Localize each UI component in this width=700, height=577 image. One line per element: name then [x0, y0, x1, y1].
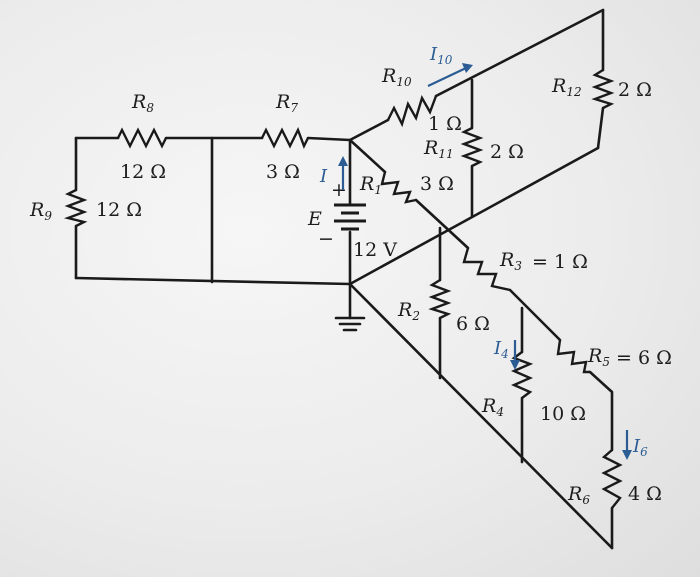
wire-r10-top-right — [434, 8, 605, 98]
wire-r7-node — [306, 136, 352, 142]
wire-node-r10 — [348, 118, 390, 142]
resistor-value-r12: 2 Ω — [618, 79, 652, 101]
resistor-r2 — [428, 278, 452, 320]
resistor-label-r10: R10 — [381, 65, 412, 89]
resistor-label-r6: R6 — [567, 483, 590, 507]
resistor-label-r3: R3 — [499, 249, 522, 273]
resistor-r8 — [116, 127, 168, 149]
wire-r5-r6 — [588, 370, 614, 452]
resistor-value-r10: 1 Ω — [428, 113, 462, 135]
resistor-r5 — [556, 339, 590, 374]
resistor-value-r9: 12 Ω — [96, 199, 142, 221]
wire-bottom-diagonal — [348, 282, 614, 550]
resistor-label-r11: R11 — [423, 137, 454, 161]
resistor-r6 — [601, 449, 623, 509]
resistor-symbols — [63, 68, 623, 509]
resistor-r7 — [260, 127, 310, 149]
resistor-value-r6: 4 Ω — [628, 483, 662, 505]
resistor-value-r2: 6 Ω — [456, 313, 490, 335]
resistor-r1 — [380, 171, 417, 204]
source-label: E — [307, 208, 322, 230]
resistor-value-r8: 12 Ω — [120, 161, 166, 183]
battery-minus-sign: − — [318, 228, 334, 250]
resistor-r4 — [511, 351, 534, 399]
ground-symbol — [334, 316, 366, 332]
resistor-r3 — [462, 247, 511, 292]
resistor-value-r11: 2 Ω — [490, 141, 524, 163]
resistor-value-r7: 3 Ω — [266, 161, 300, 183]
resistor-r12 — [591, 68, 615, 110]
resistor-r11 — [460, 126, 484, 168]
resistor-label-r1: R1 — [359, 173, 382, 197]
resistor-label-r8: R8 — [131, 91, 154, 115]
current-label-i4: I4 — [493, 338, 509, 361]
resistor-value-r5: = 6 Ω — [616, 347, 672, 369]
current-label-i: I — [319, 166, 328, 187]
current-arrow-i10 — [427, 67, 467, 87]
source-value: 12 V — [353, 239, 397, 261]
resistor-value-r1: 3 Ω — [420, 173, 454, 195]
resistor-label-r5: R5 — [587, 345, 610, 369]
current-arrowhead-i6 — [622, 450, 632, 460]
resistor-value-r3: = 1 Ω — [532, 251, 588, 273]
wire-bottom-right-diagonal — [348, 146, 600, 286]
current-arrowhead-i4 — [510, 360, 520, 370]
resistor-label-r7: R7 — [275, 91, 298, 115]
wires — [74, 8, 614, 550]
wire-bottom — [74, 276, 352, 286]
current-arrowhead-i10 — [462, 63, 473, 73]
wire-r1-r3 — [414, 198, 470, 250]
resistor-label-r4: R4 — [481, 395, 504, 419]
resistor-r9 — [63, 188, 88, 228]
current-label-i10: I10 — [429, 44, 453, 67]
current-arrows — [338, 63, 632, 460]
resistor-label-r9: R9 — [29, 199, 52, 223]
wire-r3-r5 — [508, 288, 562, 342]
wire-node-r1 — [348, 138, 387, 174]
battery-plus-sign: + — [331, 179, 347, 201]
resistor-r10 — [386, 94, 438, 128]
battery-symbol — [334, 203, 366, 231]
resistor-label-r2: R2 — [397, 299, 420, 323]
resistor-label-r12: R12 — [551, 75, 582, 99]
resistor-value-r4: 10 Ω — [540, 403, 586, 425]
current-label-i6: I6 — [632, 436, 648, 459]
current-arrowhead-i — [338, 156, 348, 166]
wire-r12-bottom — [596, 106, 605, 150]
